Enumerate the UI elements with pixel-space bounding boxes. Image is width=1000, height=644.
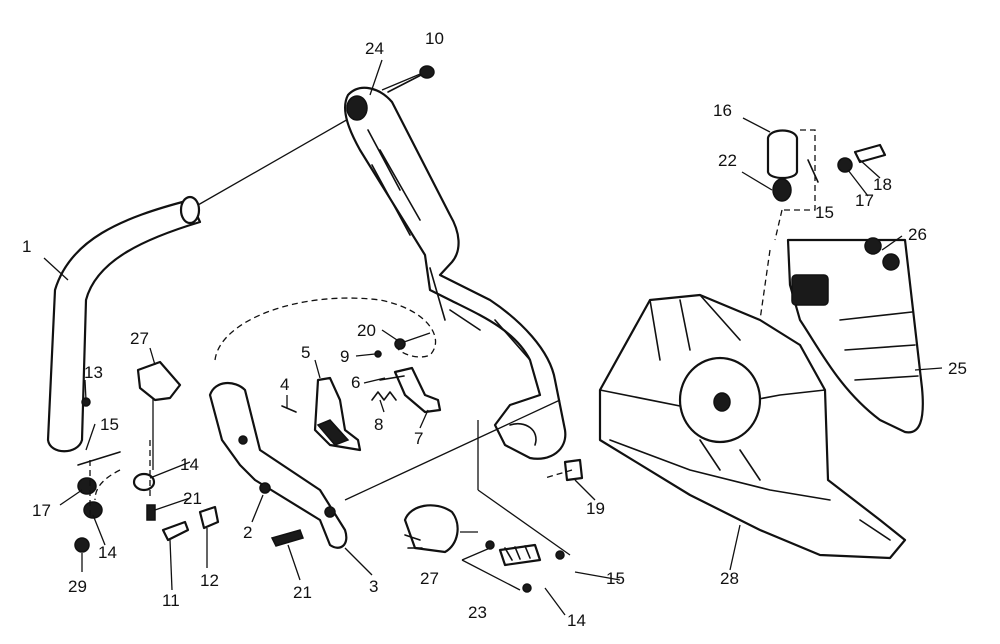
grip-cover <box>403 504 478 554</box>
callout-4: 4 <box>280 375 289 394</box>
handle-mount-hardware <box>74 360 304 553</box>
callout-27-top: 27 <box>130 329 149 348</box>
callout-21-left: 21 <box>183 489 202 508</box>
callout-14-bottom: 14 <box>567 611 586 630</box>
washer-20-and-screw-9 <box>374 332 431 358</box>
clip-19 <box>544 458 584 482</box>
trigger-lever <box>313 376 362 452</box>
rear-handle <box>343 71 567 460</box>
callout-labels: 1 2 3 4 5 6 7 8 9 10 11 12 13 14 14 14 1… <box>22 29 967 630</box>
callout-2: 2 <box>243 523 252 542</box>
spring-8 <box>371 391 397 401</box>
callout-16: 16 <box>713 101 732 120</box>
handle-bracket <box>208 382 561 549</box>
callout-1: 1 <box>22 237 31 256</box>
bar-nuts <box>864 237 900 271</box>
callout-17-left: 17 <box>32 501 51 520</box>
callout-6: 6 <box>351 373 360 392</box>
callout-14-left: 14 <box>180 455 199 474</box>
pin-6 <box>379 375 405 381</box>
callout-5: 5 <box>301 343 310 362</box>
callout-12: 12 <box>200 571 219 590</box>
callout-18: 18 <box>873 175 892 194</box>
callout-26: 26 <box>908 225 927 244</box>
callout-7: 7 <box>414 429 423 448</box>
callout-11: 11 <box>162 591 180 610</box>
callout-28: 28 <box>720 569 739 588</box>
spring-assembly <box>477 420 571 593</box>
callout-15-right: 15 <box>815 203 834 222</box>
clip-4 <box>281 405 297 413</box>
callout-29: 29 <box>68 577 87 596</box>
callout-13: 13 <box>84 363 103 382</box>
callout-19: 19 <box>586 499 605 518</box>
callout-8: 8 <box>374 415 383 434</box>
control-cable <box>214 297 437 361</box>
callout-20: 20 <box>357 321 376 340</box>
callout-23: 23 <box>468 603 487 622</box>
callout-22: 22 <box>718 151 737 170</box>
chain-brake-knob <box>759 129 887 321</box>
callout-10: 10 <box>425 29 444 48</box>
callout-15-bottom: 15 <box>606 569 625 588</box>
screw-10 <box>387 65 435 93</box>
callout-9: 9 <box>340 347 349 366</box>
callout-14-lower: 14 <box>98 543 117 562</box>
callout-21-right: 21 <box>293 583 312 602</box>
callout-15-left: 15 <box>100 415 119 434</box>
front-handle-bar <box>46 117 351 453</box>
sprocket-cover <box>786 238 924 434</box>
callout-leaders <box>43 59 943 616</box>
callout-25: 25 <box>948 359 967 378</box>
callout-24: 24 <box>365 39 384 58</box>
main-housing <box>598 293 907 560</box>
callout-27-bottom: 27 <box>420 569 439 588</box>
callout-3: 3 <box>369 577 378 596</box>
lockout-lever <box>393 366 442 414</box>
callout-17-right: 17 <box>855 191 874 210</box>
